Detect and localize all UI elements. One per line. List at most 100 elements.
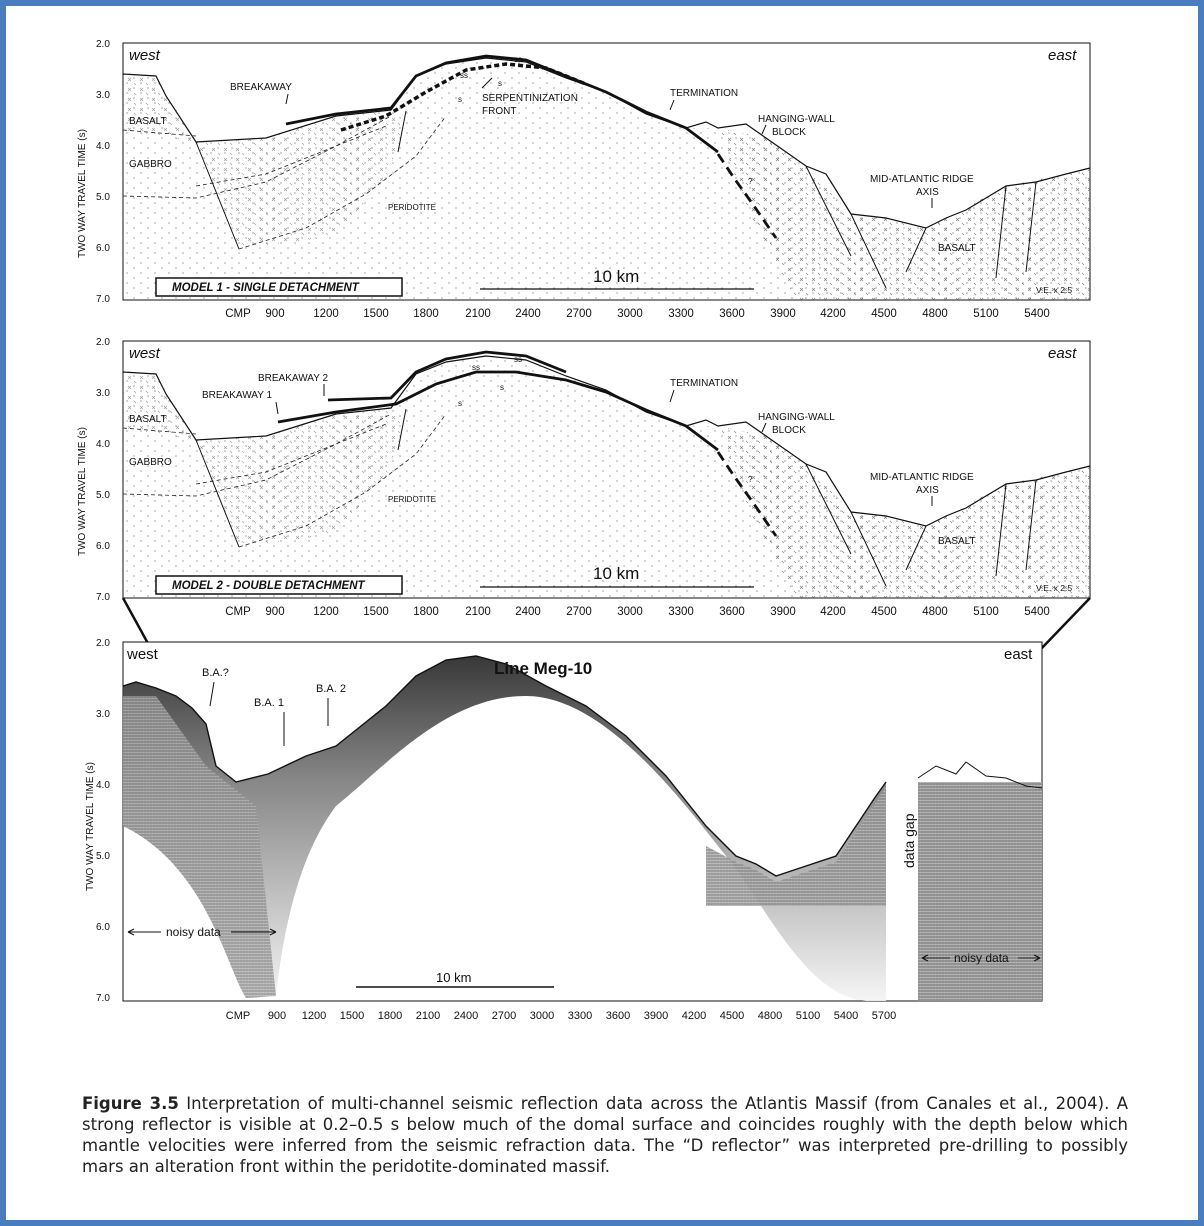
label-basalt-east: BASALT — [938, 243, 976, 254]
panel-1-west: west — [129, 47, 161, 64]
label-ss: ss — [460, 71, 468, 80]
x-label-prefix: CMP — [226, 1010, 250, 1022]
label-breakaway-1: BREAKAWAY 1 — [202, 390, 272, 401]
x-tick: 1200 — [313, 308, 339, 320]
seismic-scale-label: 10 km — [436, 970, 471, 985]
model-2-panel: 2.0 3.0 4.0 5.0 6.0 7.0 TWO WAY TRAVEL T… — [77, 337, 1091, 618]
panel-1-dashed-layers — [122, 115, 447, 250]
label-noisy-left: noisy data — [166, 925, 221, 939]
x-tick: 3300 — [568, 1010, 592, 1022]
noisy-right-arrow — [921, 954, 1041, 962]
label-serpentinization: SERPENTINIZATION — [482, 93, 578, 104]
x-tick: 3600 — [719, 606, 745, 618]
x-tick: 5100 — [796, 1010, 820, 1022]
x-tick: 1500 — [363, 606, 389, 618]
y-tick: 4.0 — [96, 439, 110, 450]
label-breakaway: BREAKAWAY — [230, 82, 292, 93]
y-tick: 3.0 — [96, 709, 110, 720]
y-tick: 2.0 — [96, 337, 110, 348]
model-1-box — [155, 277, 403, 297]
x-tick: 3600 — [719, 308, 745, 320]
label-basalt-east: BASALT — [938, 536, 976, 547]
seismic-west: west — [126, 646, 159, 663]
y-tick: 5.0 — [96, 192, 110, 203]
panel-2-y-axis: 2.0 3.0 4.0 5.0 6.0 7.0 — [96, 337, 110, 603]
x-tick: 5100 — [973, 606, 999, 618]
label-peridotite: PERIDOTITE — [388, 495, 436, 504]
label-question: ? — [748, 177, 753, 186]
seismic-seafloor — [122, 655, 887, 877]
y-tick: 7.0 — [96, 294, 110, 305]
label-hangingwall: HANGING-WALL — [758, 412, 835, 423]
x-tick: 5400 — [1024, 308, 1050, 320]
y-tick: 5.0 — [96, 851, 110, 862]
y-tick: 5.0 — [96, 490, 110, 501]
x-tick: 2100 — [465, 606, 491, 618]
x-tick: 3900 — [770, 606, 796, 618]
x-tick: 1200 — [313, 606, 339, 618]
y-tick: 2.0 — [96, 638, 110, 649]
x-tick: 1200 — [302, 1010, 326, 1022]
label-hangingwall: HANGING-WALL — [758, 114, 835, 125]
x-tick: 2100 — [416, 1010, 440, 1022]
x-tick: 5400 — [834, 1010, 858, 1022]
x-tick: 2700 — [492, 1010, 516, 1022]
panel-1-east: east — [1048, 47, 1077, 64]
seismic-east: east — [1004, 646, 1033, 663]
label-axis: AXIS — [916, 187, 939, 198]
panel-2-seafloor — [122, 355, 1091, 527]
label-ss: ss — [514, 355, 522, 364]
y-tick: 6.0 — [96, 922, 110, 933]
x-tick: 1800 — [413, 606, 439, 618]
y-tick: 4.0 — [96, 780, 110, 791]
label-mar: MID-ATLANTIC RIDGE — [870, 472, 974, 483]
label-ba-question: B.A.? — [202, 667, 229, 679]
label-question: ? — [748, 475, 753, 484]
label-front: FRONT — [482, 106, 516, 117]
label-arrows — [275, 384, 933, 506]
x-tick: 2400 — [454, 1010, 478, 1022]
seismic-label-arrows — [209, 681, 329, 746]
label-s: s — [498, 79, 502, 88]
x-tick: 5700 — [872, 1010, 896, 1022]
x-tick: 3000 — [530, 1010, 554, 1022]
x-tick: 3900 — [644, 1010, 668, 1022]
label-block: BLOCK — [772, 127, 806, 138]
label-s: s — [458, 95, 462, 104]
label-s: s — [458, 399, 462, 408]
x-tick: 3300 — [668, 606, 694, 618]
model-1-panel: 2.0 3.0 4.0 5.0 6.0 7.0 TWO WAY TRAVEL T… — [77, 39, 1091, 320]
seismic-data-left — [123, 656, 886, 1001]
panel-2-detachment-dashed — [716, 451, 778, 537]
x-tick: 1800 — [413, 308, 439, 320]
label-noisy-right: noisy data — [954, 951, 1009, 965]
seismic-section: 2.0 3.0 4.0 5.0 6.0 7.0 TWO WAY TRAVEL T… — [85, 638, 1043, 1022]
x-tick: 2700 — [566, 606, 592, 618]
label-ba-2: B.A. 2 — [316, 683, 346, 695]
label-ss: ss — [472, 363, 480, 372]
panel-1-faults — [195, 110, 1037, 289]
panel-1-detachment — [285, 54, 719, 154]
y-tick: 3.0 — [96, 388, 110, 399]
ve-label: V.E. x 2.5 — [1036, 583, 1072, 593]
panel-2-detachment-lower — [277, 370, 719, 452]
x-tick: 4800 — [922, 308, 948, 320]
panel-2-east: east — [1048, 345, 1077, 362]
label-ss: ss — [514, 55, 522, 64]
panel-2-detachment-upper — [327, 350, 567, 402]
x-tick: 4500 — [871, 308, 897, 320]
x-label-prefix: CMP — [225, 606, 251, 618]
panel-2-west: west — [129, 345, 161, 362]
x-tick: 2100 — [465, 308, 491, 320]
panel-2-x-axis: CMP 900 1200 1500 1800 2100 2400 2700 30… — [225, 606, 1050, 618]
label-arrows — [285, 77, 933, 208]
x-tick: 2700 — [566, 308, 592, 320]
panel-1-serpentinization-front — [340, 62, 587, 132]
scale-label: 10 km — [593, 564, 639, 583]
x-tick: 3300 — [668, 308, 694, 320]
seismic-y-axis: 2.0 3.0 4.0 5.0 6.0 7.0 — [96, 638, 110, 1004]
y-tick: 6.0 — [96, 541, 110, 552]
seismic-basin — [706, 786, 886, 906]
x-tick: 4800 — [758, 1010, 782, 1022]
panel-2-crust — [123, 372, 406, 547]
